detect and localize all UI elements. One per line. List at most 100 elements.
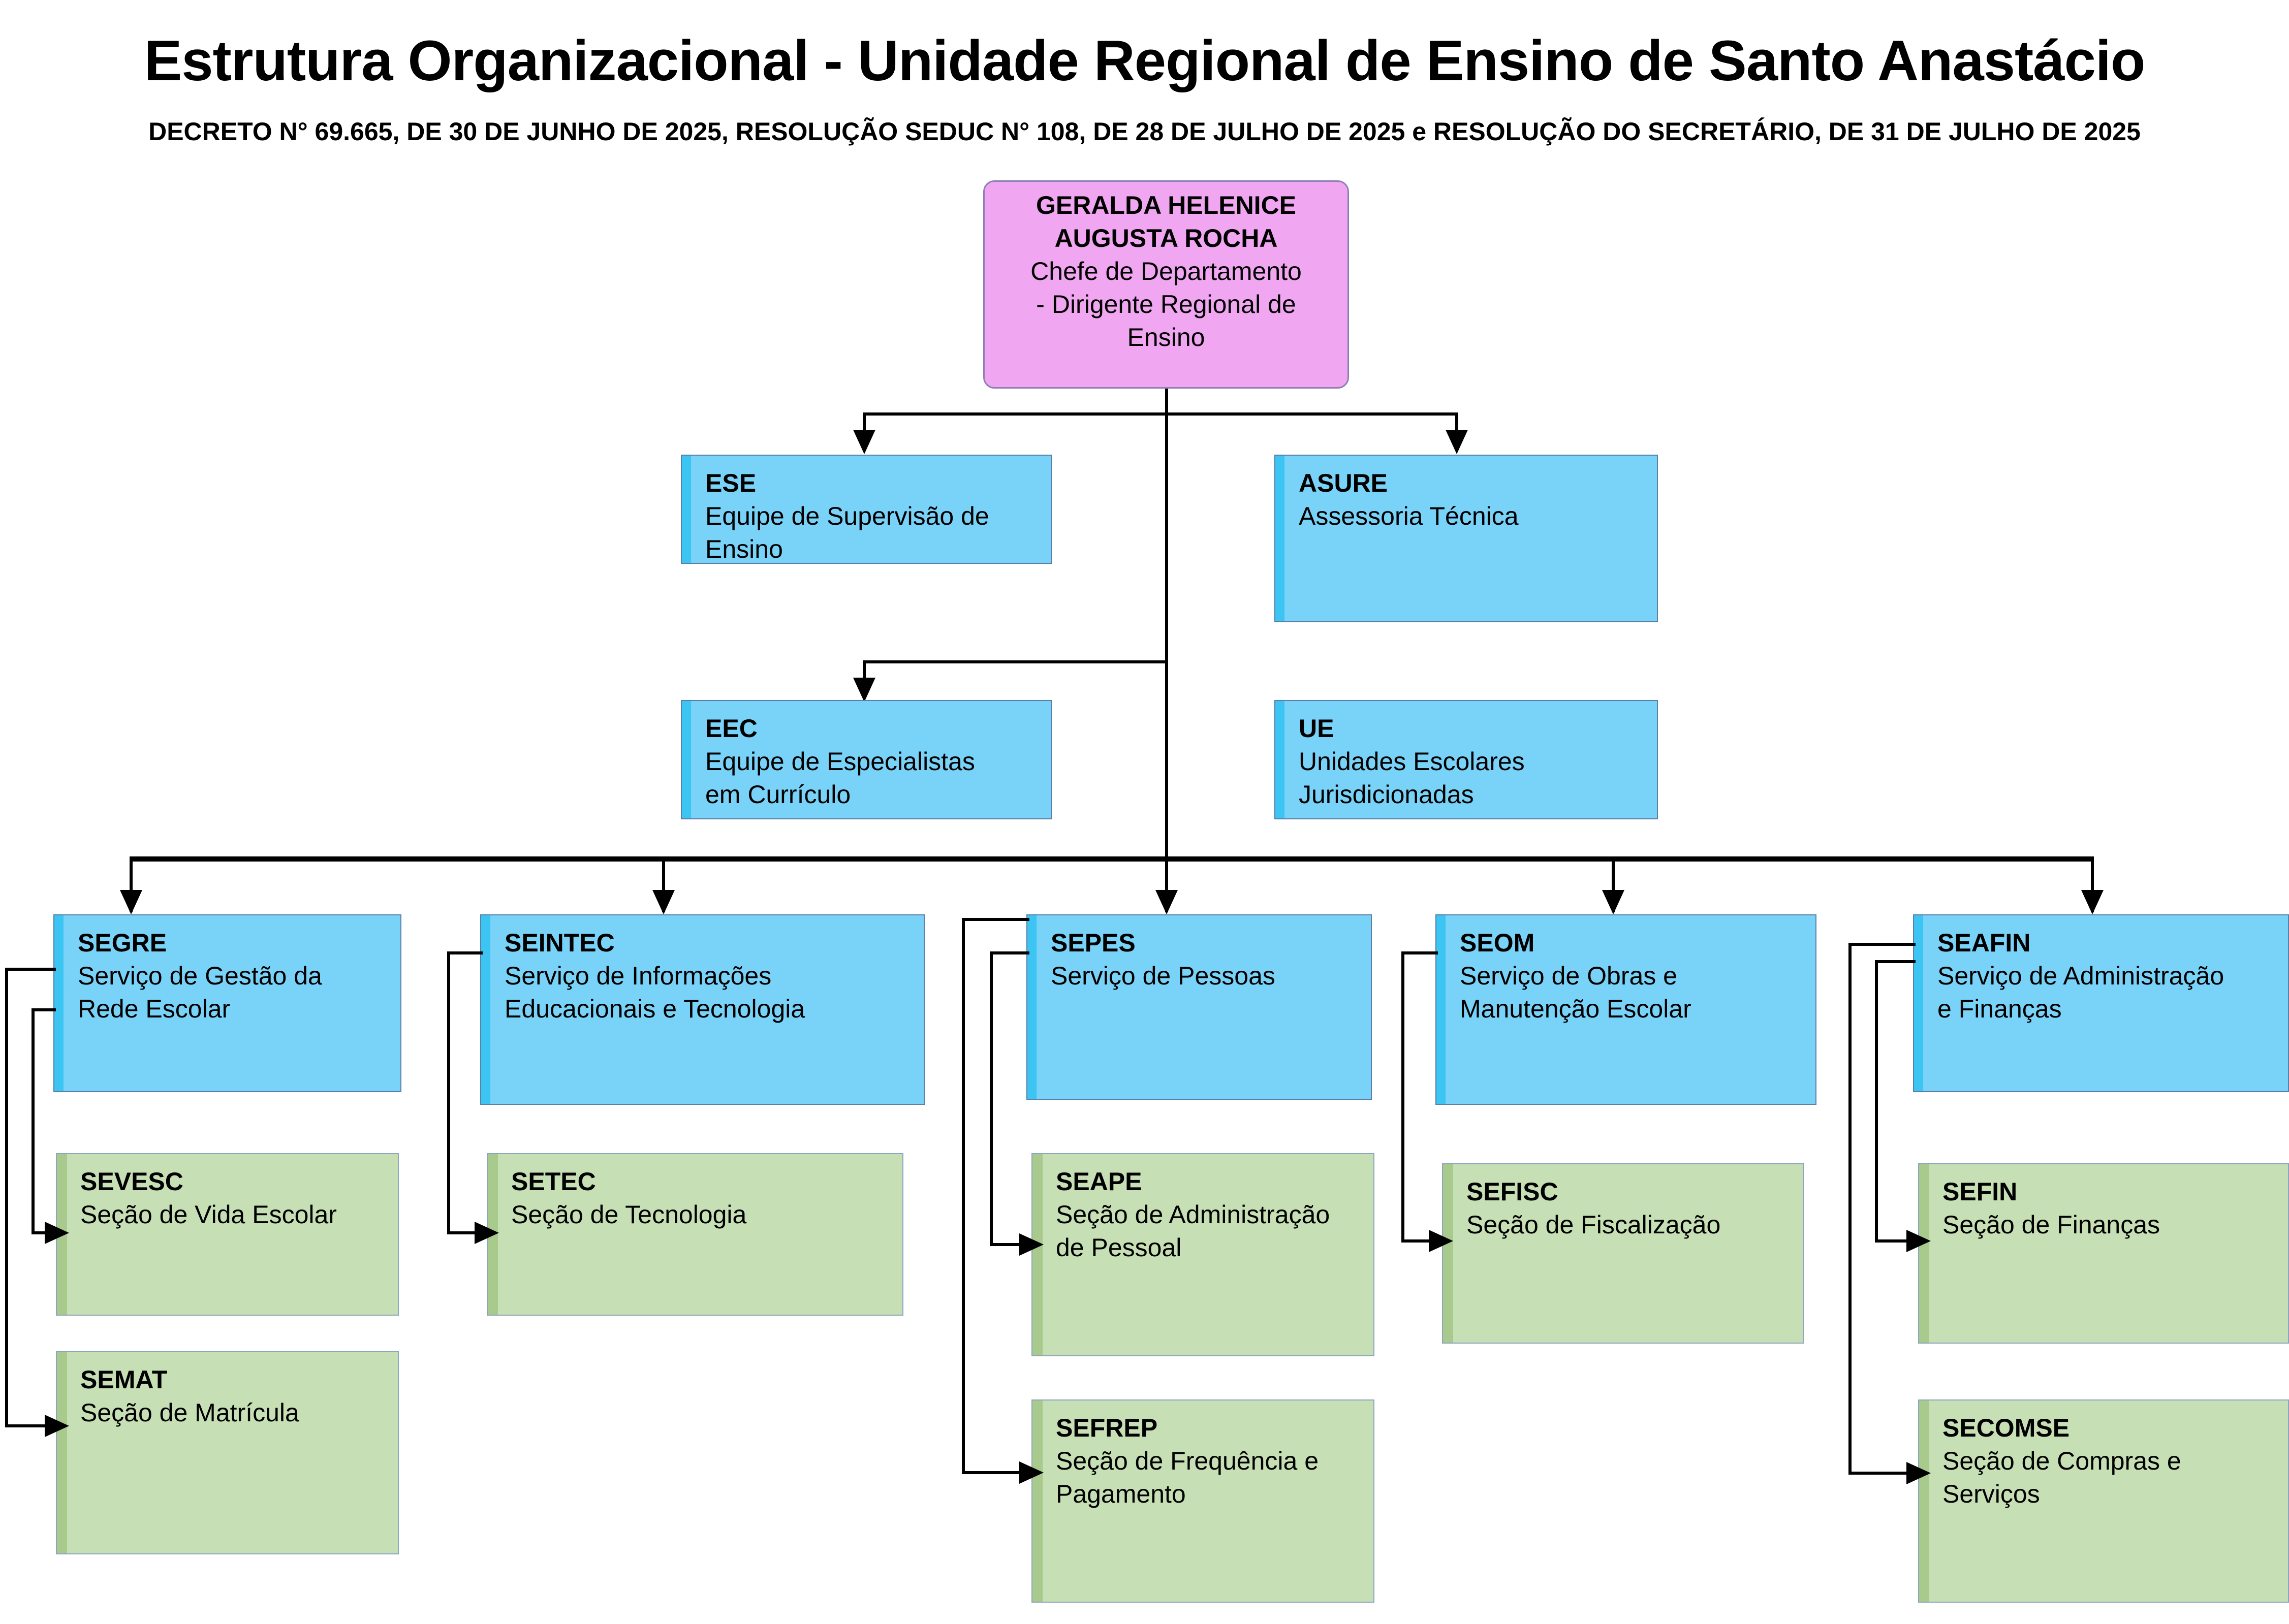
ue-code: UE — [1299, 714, 1334, 743]
connector-segre-sevesc-bot — [32, 1231, 47, 1234]
connector-seintec-setec-bot — [447, 1231, 477, 1234]
seintec-desc-2: Educacionais e Tecnologia — [505, 995, 805, 1023]
arrowhead-sefin — [1906, 1230, 1931, 1252]
seintec-desc-1: Serviço de Informações — [505, 962, 772, 990]
connector-bar-eec — [864, 660, 1168, 663]
seape-desc-1: Seção de Administração — [1056, 1200, 1330, 1229]
node-ese[interactable]: ESE Equipe de Supervisão de Ensino — [681, 455, 1052, 564]
connector-seom-sefisc-vert — [1401, 951, 1404, 1243]
node-sefrep[interactable]: SEFREP Seção de Frequência e Pagamento — [1031, 1399, 1374, 1603]
node-secomse[interactable]: SECOMSE Seção de Compras e Serviços — [1918, 1399, 2289, 1603]
arrowhead-seintec — [652, 890, 675, 914]
seafin-desc-2: e Finanças — [1937, 995, 2062, 1023]
secomse-code: SECOMSE — [1942, 1414, 2070, 1442]
sefrep-code: SEFREP — [1056, 1414, 1158, 1442]
root-role-line3: Ensino — [1127, 323, 1205, 352]
seape-code: SEAPE — [1056, 1167, 1142, 1196]
connector-segre-semat-bot — [5, 1424, 47, 1427]
connector-seafin-sefin-vert — [1875, 960, 1878, 1243]
arrowhead-seape — [1019, 1233, 1044, 1256]
root-role-line2: - Dirigente Regional de — [1036, 290, 1296, 319]
arrowhead-segre — [120, 890, 142, 914]
node-sevesc[interactable]: SEVESC Seção de Vida Escolar — [56, 1153, 399, 1316]
page-subtitle: DECRETO N° 69.665, DE 30 DE JUNHO DE 202… — [148, 117, 2141, 146]
semat-code: SEMAT — [80, 1365, 168, 1394]
setec-code: SETEC — [511, 1167, 596, 1196]
connector-seom-sefisc-top — [1401, 951, 1438, 954]
seafin-desc-1: Serviço de Administração — [1937, 962, 2224, 990]
connector-drop-seafin — [2091, 856, 2094, 912]
node-segre[interactable]: SEGRE Serviço de Gestão da Rede Escolar — [53, 914, 401, 1092]
arrowhead-sefrep — [1019, 1461, 1044, 1484]
node-seom[interactable]: SEOM Serviço de Obras e Manutenção Escol… — [1435, 914, 1816, 1105]
node-sefisc[interactable]: SEFISC Seção de Fiscalização — [1442, 1163, 1804, 1344]
connector-bar-level1 — [864, 412, 1458, 416]
connector-drop-eec — [863, 660, 866, 681]
ese-desc-1: Equipe de Supervisão de — [705, 502, 989, 530]
arrowhead-seom — [1602, 890, 1624, 914]
arrowhead-asure — [1446, 430, 1468, 454]
arrowhead-eec — [853, 678, 875, 702]
root-name-line1: GERALDA HELENICE — [1036, 191, 1297, 219]
connector-seafin-sefin-bot — [1875, 1239, 1908, 1243]
root-name-line2: AUGUSTA ROCHA — [1054, 224, 1278, 252]
connector-drop-sepes — [1165, 856, 1168, 912]
sepes-code: SEPES — [1051, 929, 1136, 957]
connector-sepes-sefrep-bot — [962, 1471, 1021, 1474]
asure-code: ASURE — [1299, 469, 1388, 497]
node-seape[interactable]: SEAPE Seção de Administração de Pessoal — [1031, 1153, 1374, 1356]
sefin-code: SEFIN — [1942, 1177, 2018, 1206]
node-semat[interactable]: SEMAT Seção de Matrícula — [56, 1351, 399, 1554]
ese-code: ESE — [705, 469, 757, 497]
connector-sepes-seape-vert — [990, 951, 993, 1246]
connector-sepes-seape-bot — [990, 1243, 1021, 1246]
ue-desc-1: Unidades Escolares — [1299, 747, 1525, 776]
arrowhead-secomse — [1906, 1462, 1931, 1484]
arrowhead-setec — [475, 1222, 499, 1244]
seafin-code: SEAFIN — [1937, 929, 2031, 957]
arrowhead-sefisc — [1429, 1230, 1453, 1252]
node-asure[interactable]: ASURE Assessoria Técnica — [1274, 455, 1658, 622]
secomse-desc-1: Seção de Compras e — [1942, 1447, 2181, 1475]
semat-desc-1: Seção de Matrícula — [80, 1398, 299, 1427]
eec-desc-2: em Currículo — [705, 780, 851, 809]
node-dirigente-regional[interactable]: GERALDA HELENICE AUGUSTA ROCHA Chefe de … — [983, 180, 1349, 389]
connector-sepes-seape-top — [990, 951, 1029, 954]
seape-desc-2: de Pessoal — [1056, 1233, 1182, 1262]
connector-seafin-secomse-vert — [1848, 943, 1852, 1475]
arrowhead-seafin — [2081, 890, 2104, 914]
seintec-code: SEINTEC — [505, 929, 615, 957]
node-sepes[interactable]: SEPES Serviço de Pessoas — [1026, 914, 1372, 1100]
node-setec[interactable]: SETEC Seção de Tecnologia — [487, 1153, 903, 1316]
connector-segre-sevesc-top — [32, 1008, 56, 1011]
connector-bar-services — [130, 856, 2094, 862]
segre-code: SEGRE — [78, 929, 167, 957]
connector-drop-ese — [863, 412, 866, 433]
connector-drop-seintec — [662, 856, 665, 912]
connector-segre-sevesc-vert — [32, 1008, 35, 1234]
segre-desc-1: Serviço de Gestão da — [78, 962, 322, 990]
arrowhead-sevesc — [45, 1222, 69, 1244]
sefrep-desc-2: Pagamento — [1056, 1480, 1186, 1508]
connector-seintec-setec-top — [447, 951, 483, 954]
node-seintec[interactable]: SEINTEC Serviço de Informações Educacion… — [480, 914, 925, 1105]
sevesc-desc-1: Seção de Vida Escolar — [80, 1200, 337, 1229]
eec-desc-1: Equipe de Especialistas — [705, 747, 975, 776]
arrowhead-ese — [853, 430, 875, 454]
connector-seafin-secomse-top — [1848, 943, 1916, 946]
connector-sepes-sefrep-vert — [962, 918, 965, 1474]
setec-desc-1: Seção de Tecnologia — [511, 1200, 747, 1229]
node-ue[interactable]: UE Unidades Escolares Jurisdicionadas — [1274, 700, 1658, 819]
node-seafin[interactable]: SEAFIN Serviço de Administração e Finanç… — [1913, 914, 2289, 1092]
connector-seintec-setec-vert — [447, 951, 450, 1234]
sefrep-desc-1: Seção de Frequência e — [1056, 1447, 1319, 1475]
sefisc-code: SEFISC — [1466, 1177, 1558, 1206]
sefisc-desc-1: Seção de Fiscalização — [1466, 1211, 1721, 1239]
connector-drop-seom — [1612, 856, 1615, 912]
seom-desc-2: Manutenção Escolar — [1460, 995, 1691, 1023]
node-sefin[interactable]: SEFIN Seção de Finanças — [1918, 1163, 2289, 1344]
connector-root-trunk — [1165, 389, 1168, 858]
node-eec[interactable]: EEC Equipe de Especialistas em Currículo — [681, 700, 1052, 819]
sevesc-code: SEVESC — [80, 1167, 183, 1196]
connector-drop-segre — [130, 856, 133, 912]
